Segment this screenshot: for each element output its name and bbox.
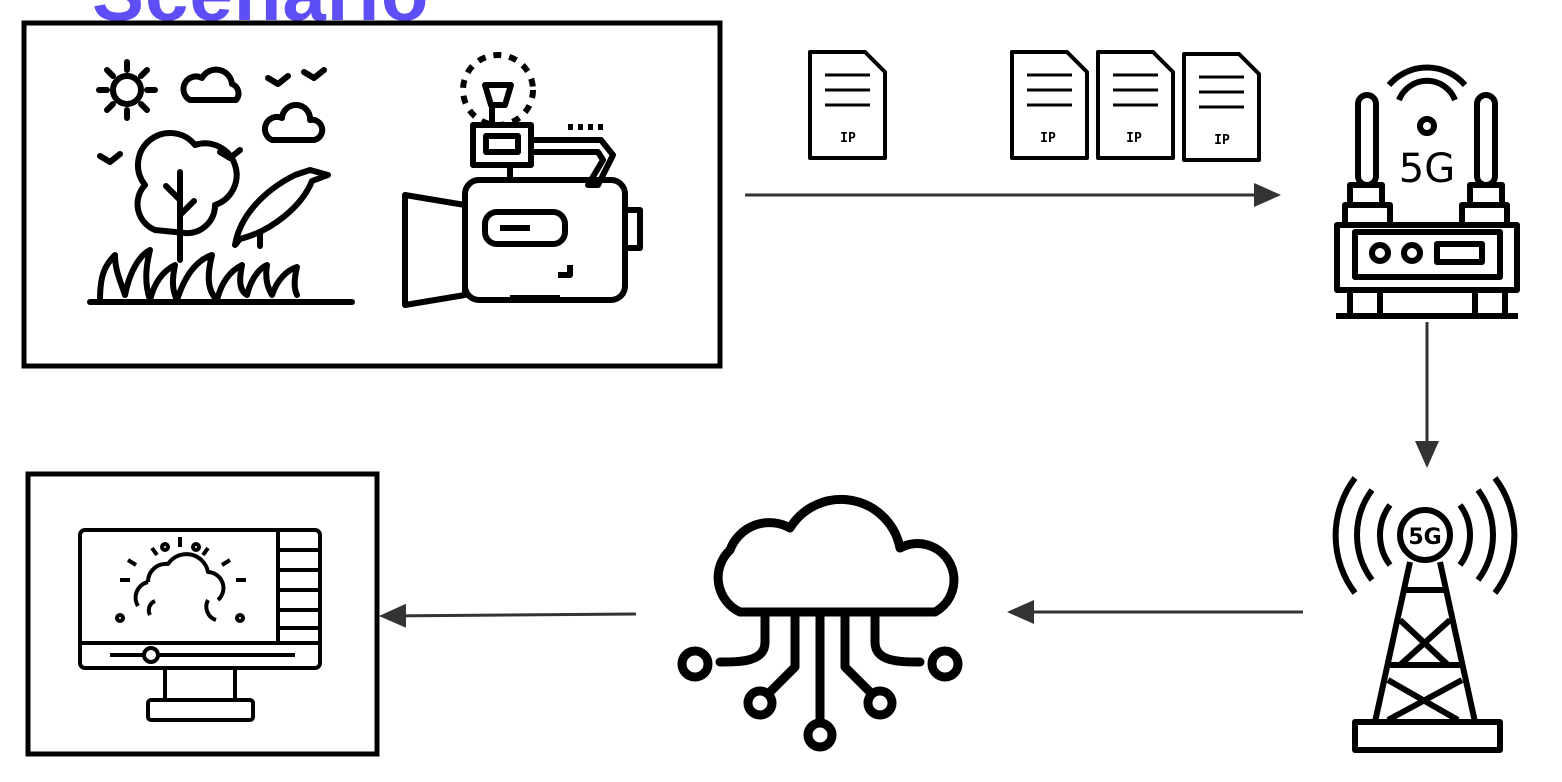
ip-label: IP	[1126, 131, 1142, 146]
router-5g-label: 5G	[1399, 146, 1455, 192]
ip-label: IP	[1214, 133, 1230, 148]
video-camera-icon	[402, 52, 643, 308]
ip-packet-single: IP	[808, 50, 887, 160]
5g-tower-icon: 5G	[1332, 476, 1518, 753]
diagram-title: Scenario	[92, 0, 429, 39]
5g-router-icon: 5G	[1334, 64, 1520, 319]
monitor-box	[25, 471, 380, 757]
monitor-weather-icon	[78, 528, 322, 722]
cloud-network-icon	[677, 494, 963, 752]
source-box	[21, 20, 723, 369]
ip-packet-group: IP IP IP	[1010, 50, 1261, 162]
ip-label: IP	[840, 131, 856, 146]
nature-scene-icon	[87, 59, 355, 305]
arrow-cloud-to-monitor	[379, 603, 637, 628]
tower-5g-label: 5G	[1408, 525, 1441, 550]
ip-label: IP	[1040, 131, 1056, 146]
